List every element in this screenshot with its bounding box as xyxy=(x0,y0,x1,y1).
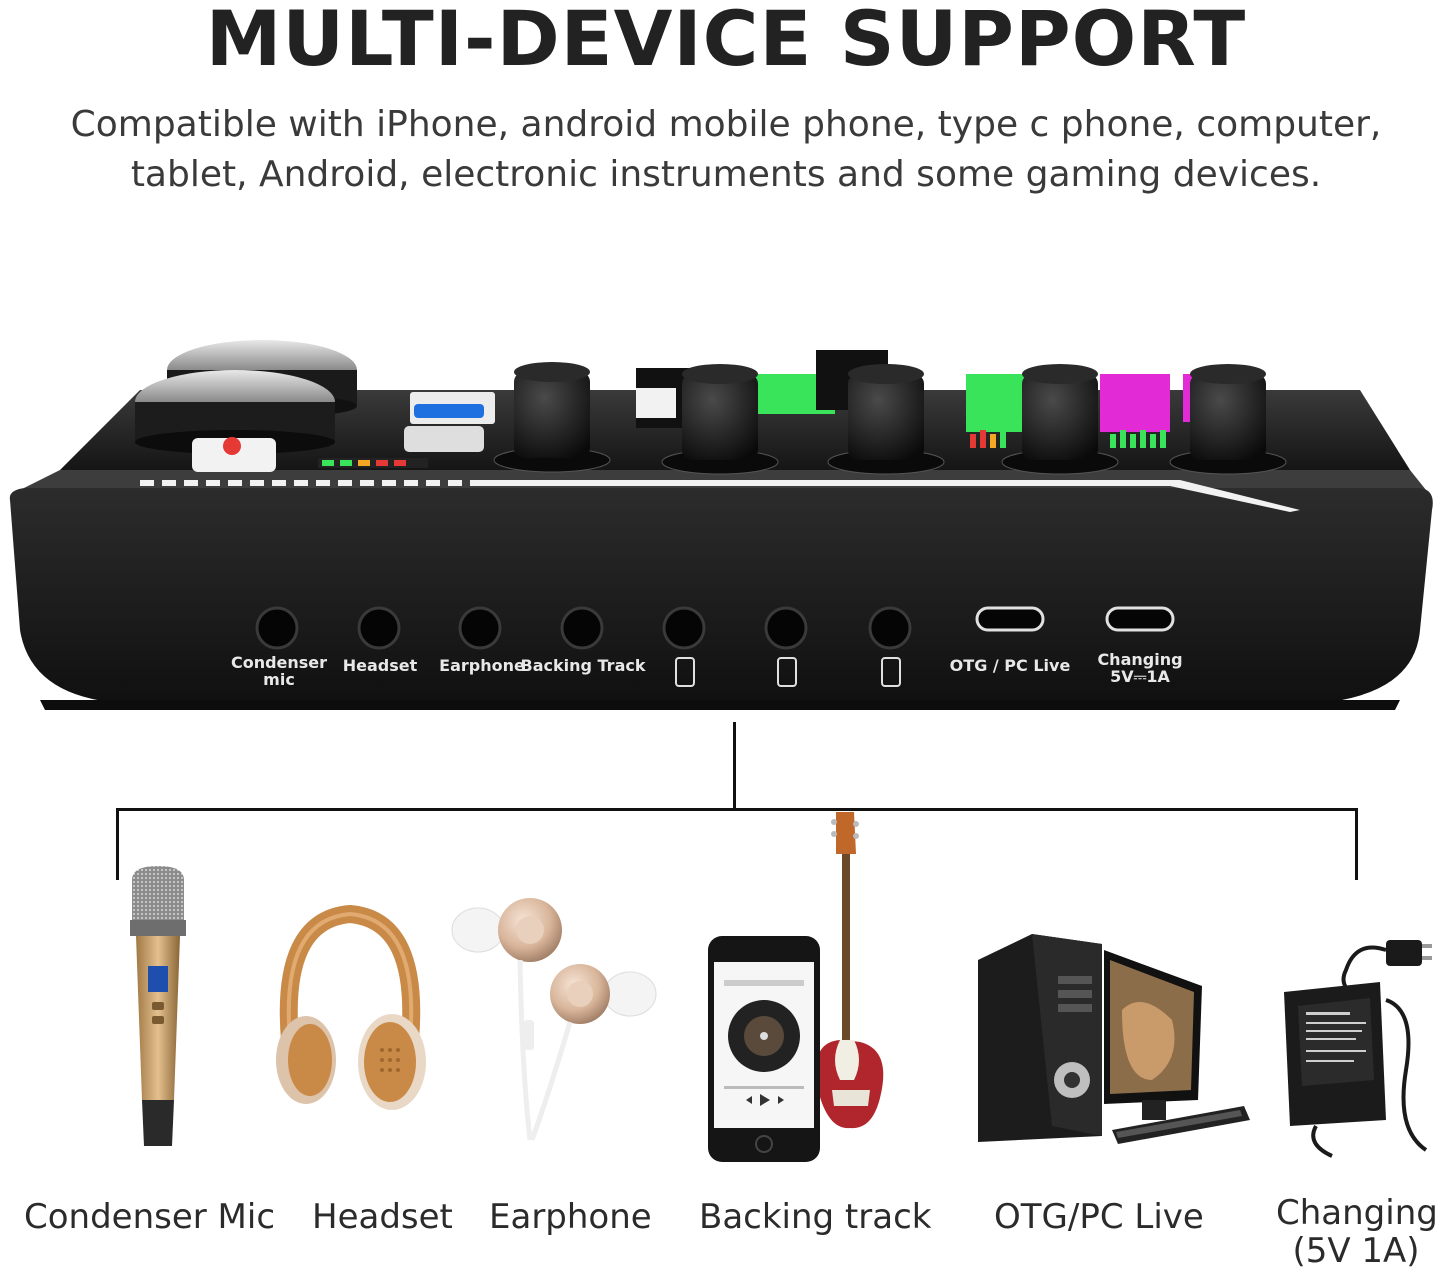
caption-changing: Changing (5V 1A) xyxy=(1276,1193,1438,1271)
top-stripe xyxy=(140,480,1300,512)
port-label-line: mic xyxy=(263,670,295,689)
caption-changing-line-2: (5V 1A) xyxy=(1292,1231,1420,1271)
charger-image xyxy=(1284,940,1432,1158)
page-title: MULTI-DEVICE SUPPORT xyxy=(205,0,1247,83)
backing-track-image xyxy=(708,812,884,1162)
microphone-image xyxy=(130,866,186,1146)
computer-image xyxy=(978,934,1250,1144)
sound-card-device: Condenser mic Headset Earphone Backing T… xyxy=(0,330,1452,730)
port-label-line: Backing Track xyxy=(520,656,646,675)
caption-condenser-mic: Condenser Mic xyxy=(24,1197,276,1237)
connector-line-left xyxy=(116,808,119,880)
audio-jacks xyxy=(255,606,912,650)
port-label-otg-pc-live: OTG / PC Live xyxy=(940,657,1080,674)
level-meters xyxy=(970,430,1166,448)
port-label-line: Earphone xyxy=(439,656,525,675)
otg-port xyxy=(975,606,1045,632)
port-label-headset: Headset xyxy=(320,657,440,674)
caption-otg-pc-live: OTG/PC Live xyxy=(994,1197,1204,1237)
port-label-line: Changing xyxy=(1097,650,1183,669)
connector-line-right xyxy=(1355,808,1358,880)
caption-headset: Headset xyxy=(312,1197,453,1237)
big-chrome-knobs xyxy=(135,340,357,454)
port-label-backing-track: Backing Track xyxy=(513,657,653,674)
port-label-line: 5V⎓1A xyxy=(1110,667,1170,686)
control-knobs xyxy=(493,362,1287,475)
charging-port xyxy=(1105,606,1175,632)
connector-line-vertical xyxy=(733,722,736,810)
caption-backing-track: Backing track xyxy=(699,1197,932,1237)
phone-icons xyxy=(675,657,901,687)
port-label-line: OTG / PC Live xyxy=(949,656,1071,675)
port-label-line: Condenser xyxy=(230,653,328,672)
caption-earphone: Earphone xyxy=(489,1197,652,1237)
connector-line-horizontal xyxy=(116,808,1358,811)
subtitle-line-2: tablet, Android, electronic instruments … xyxy=(130,154,1322,195)
port-label-earphone: Earphone xyxy=(422,657,542,674)
page-subtitle: Compatible with iPhone, android mobile p… xyxy=(40,100,1412,200)
headset-image xyxy=(276,904,426,1110)
port-label-changing: Changing 5V⎓1A xyxy=(1080,651,1200,685)
caption-changing-line-1: Changing xyxy=(1276,1193,1438,1233)
port-label-condenser-mic: Condenser mic xyxy=(219,654,339,688)
sound-card-illustration xyxy=(9,340,1433,710)
earphone-image xyxy=(451,898,657,1141)
port-label-line: Headset xyxy=(342,656,418,675)
subtitle-line-1: Compatible with iPhone, android mobile p… xyxy=(70,104,1382,145)
